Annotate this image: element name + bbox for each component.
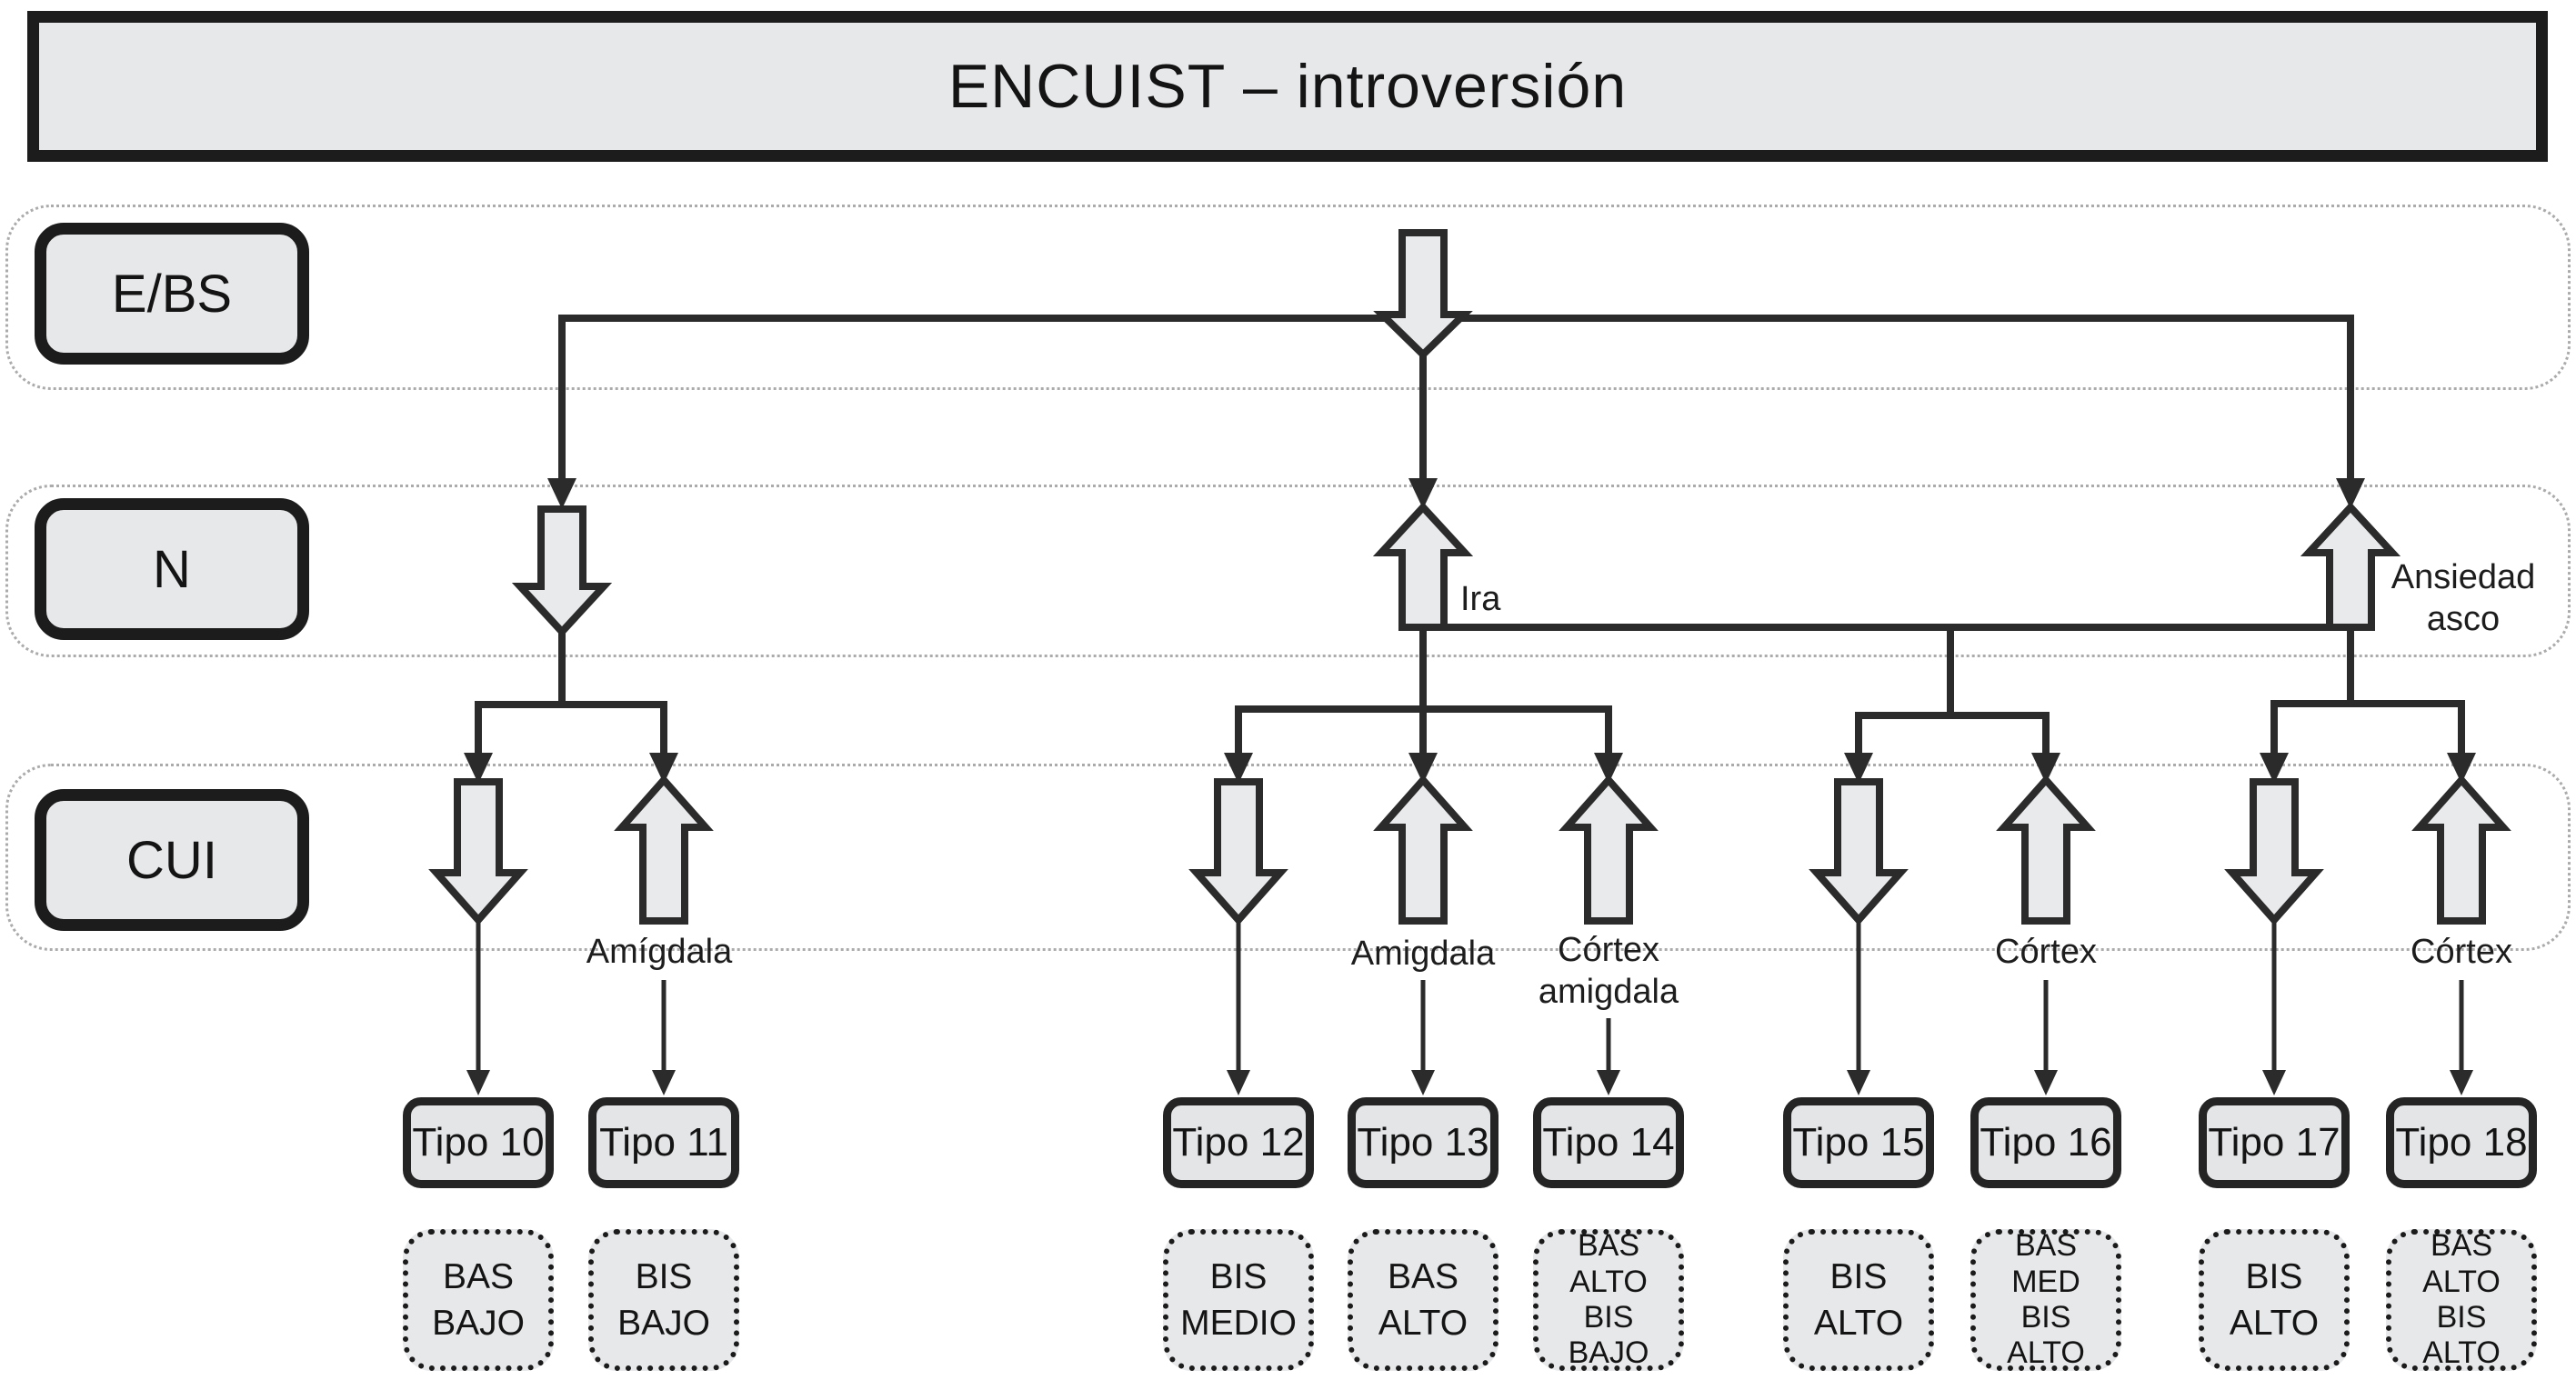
block-arrow-up-icon [622, 780, 706, 921]
arrowhead-icon [1847, 1070, 1870, 1095]
label-amigdala-left: Amígdala [586, 933, 733, 971]
result-box-tipo12: BIS MEDIO [1163, 1229, 1314, 1371]
result-box-tipo10: BAS BAJO [403, 1229, 554, 1371]
arrowhead-icon [2450, 1070, 2473, 1095]
label-cortex-amigdala: Córtex amigdala [1538, 931, 1679, 1012]
block-arrow-down-icon [1817, 782, 1900, 920]
type-box-tipo17: Tipo 17 [2199, 1097, 2350, 1188]
label-amigdala-mid: Amigdala [1350, 935, 1496, 973]
block-arrow-down-icon [1197, 782, 1280, 920]
block-arrow-up-icon [2004, 780, 2088, 921]
arrowhead-icon [652, 1070, 676, 1095]
block-arrow-up-icon [1567, 780, 1650, 921]
type-box-tipo18: Tipo 18 [2386, 1097, 2537, 1188]
row-label-cui: CUI [35, 789, 309, 931]
arrowhead-icon [547, 478, 576, 509]
result-box-tipo15: BIS ALTO [1783, 1229, 1934, 1371]
arrowhead-icon [1227, 1070, 1250, 1095]
result-box-tipo17: BIS ALTO [2199, 1229, 2350, 1371]
block-arrow-down-icon [436, 782, 520, 920]
label-ansiedad-asco: Ansiedad asco [2391, 558, 2536, 639]
result-box-tipo13: BAS ALTO [1348, 1229, 1498, 1371]
band-ebs [5, 205, 2571, 390]
block-arrow-up-icon [2420, 780, 2503, 921]
block-arrow-up-icon [1381, 780, 1465, 921]
arrowhead-icon [2034, 1070, 2058, 1095]
band-cui [5, 764, 2571, 951]
arrowhead-icon [1597, 1070, 1620, 1095]
page-title: ENCUIST – introversión [947, 52, 1628, 121]
result-box-tipo16: BAS MED BIS ALTO [1970, 1228, 2121, 1371]
type-box-tipo14: Tipo 14 [1533, 1097, 1684, 1188]
result-box-tipo11: BIS BAJO [588, 1229, 739, 1371]
block-arrow-down-icon [2232, 782, 2316, 920]
result-box-tipo14: BAS ALTO BIS BAJO [1533, 1228, 1684, 1371]
block-arrow-down-icon [1382, 233, 1464, 355]
type-box-tipo15: Tipo 15 [1783, 1097, 1934, 1188]
type-box-tipo10: Tipo 10 [403, 1097, 554, 1188]
label-ira: Ira [1460, 580, 1501, 618]
type-box-tipo12: Tipo 12 [1163, 1097, 1314, 1188]
block-arrow-down-icon [520, 509, 604, 632]
arrowhead-icon [2262, 1070, 2286, 1095]
result-box-tipo18: BAS ALTO BIS ALTO [2386, 1228, 2537, 1371]
row-label-n: N [35, 498, 309, 640]
label-cortex-mid: Córtex [1995, 933, 2097, 971]
arrowhead-icon [466, 1070, 490, 1095]
type-box-tipo16: Tipo 16 [1970, 1097, 2121, 1188]
arrowhead-icon [1411, 1070, 1435, 1095]
row-label-ebs: E/BS [35, 223, 309, 365]
type-box-tipo11: Tipo 11 [588, 1097, 739, 1188]
type-box-tipo13: Tipo 13 [1348, 1097, 1498, 1188]
title-bar: ENCUIST – introversión [27, 11, 2548, 162]
block-arrow-up-icon [1381, 507, 1465, 627]
label-cortex-right: Córtex [2411, 933, 2512, 971]
